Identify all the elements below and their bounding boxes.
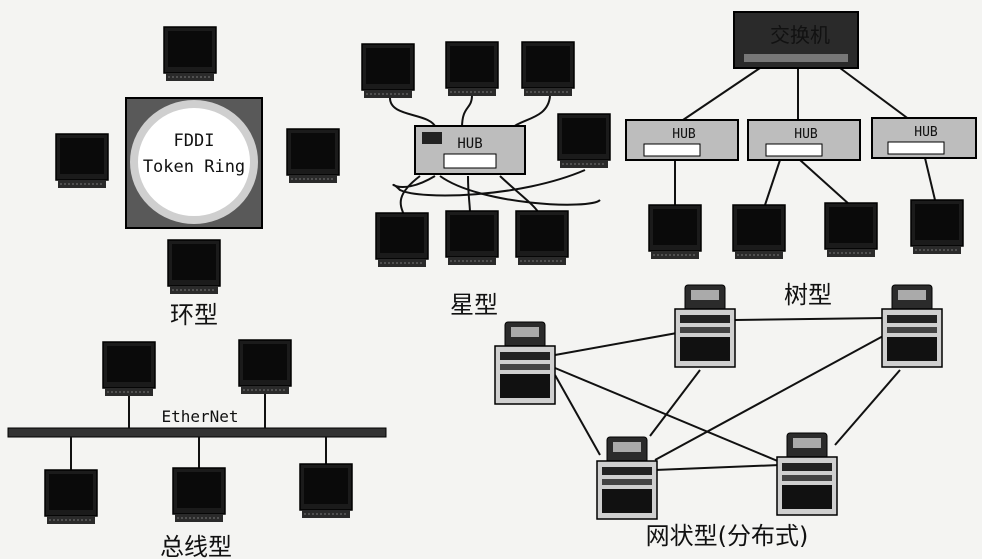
mesh-node-5 <box>777 433 837 515</box>
star-monitor-6 <box>446 211 498 265</box>
star-monitor-1 <box>362 44 414 98</box>
ring-monitor-bottom <box>168 240 220 294</box>
tree-topology: 交换机 HUB HUB HUB 树型 <box>626 12 976 309</box>
bus-monitor-3 <box>45 470 97 524</box>
bus-line <box>8 428 386 437</box>
bus-topology: EtherNet 总线型 <box>8 340 386 559</box>
ring-caption: 环型 <box>170 301 218 329</box>
star-topology: HUB 星型 <box>362 42 610 319</box>
mesh-node-3 <box>882 285 942 367</box>
ring-label-fddi: FDDI <box>174 131 215 151</box>
ring-monitor-top <box>164 27 216 81</box>
tree-hub-1: HUB <box>626 120 738 160</box>
star-monitor-4 <box>558 114 610 168</box>
star-hub-label: HUB <box>457 136 482 152</box>
star-monitor-5 <box>376 213 428 267</box>
tree-monitor-2 <box>733 205 785 259</box>
tree-hub-3: HUB <box>872 118 976 158</box>
ring-label-token-ring: Token Ring <box>143 157 245 177</box>
tree-hub-2: HUB <box>748 120 860 160</box>
tree-monitor-4 <box>911 200 963 254</box>
bus-monitor-5 <box>300 464 352 518</box>
star-caption: 星型 <box>450 291 498 319</box>
tree-hub-3-label: HUB <box>914 125 938 140</box>
ring-topology: FDDI Token Ring 环型 <box>56 27 339 329</box>
bus-caption: 总线型 <box>160 533 232 559</box>
star-monitor-2 <box>446 42 498 96</box>
mesh-node-1 <box>495 322 555 404</box>
tree-switch-label: 交换机 <box>770 23 830 47</box>
tree-hub-2-label: HUB <box>794 127 818 142</box>
bus-monitor-4 <box>173 468 225 522</box>
mesh-node-2 <box>675 285 735 367</box>
star-monitor-7 <box>516 211 568 265</box>
mesh-node-4 <box>597 437 657 519</box>
tree-monitor-1 <box>649 205 701 259</box>
ring-monitor-right <box>287 129 339 183</box>
bus-monitor-1 <box>103 342 155 396</box>
tree-hub-1-label: HUB <box>672 127 696 142</box>
bus-label: EtherNet <box>161 407 238 426</box>
tree-caption: 树型 <box>784 281 832 309</box>
mesh-caption: 网状型(分布式) <box>646 522 809 550</box>
ring-monitor-left <box>56 134 108 188</box>
mesh-topology: 网状型(分布式) <box>495 285 942 550</box>
star-monitor-3 <box>522 42 574 96</box>
tree-monitor-3 <box>825 203 877 257</box>
bus-monitor-2 <box>239 340 291 394</box>
